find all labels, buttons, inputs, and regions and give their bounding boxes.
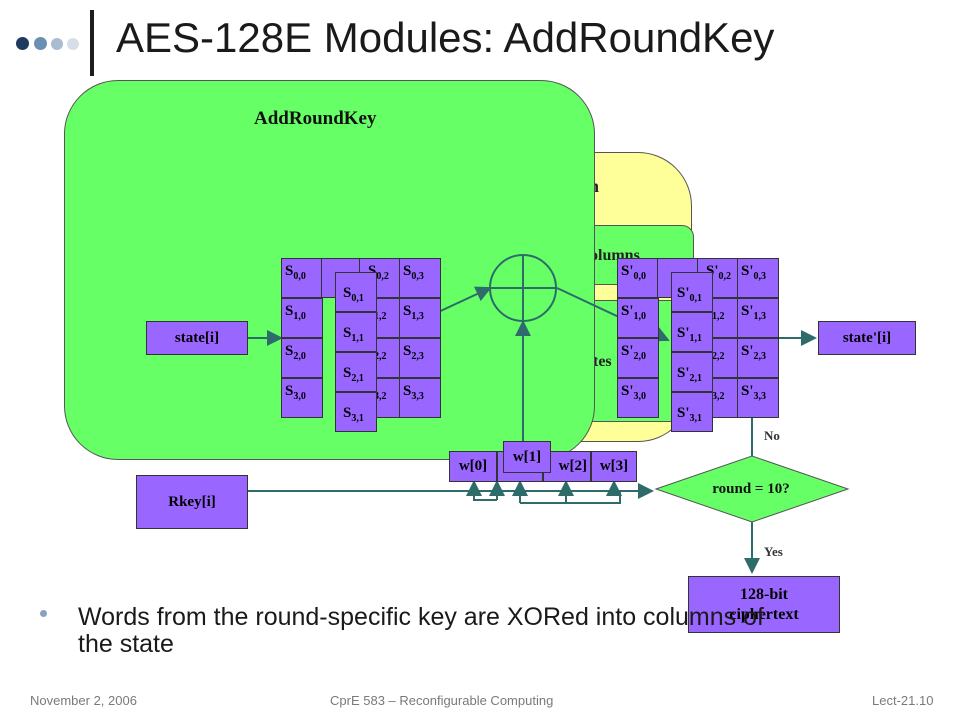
word-w2: w[2] (543, 451, 591, 482)
slide-title: AES-128E Modules: AddRoundKey (116, 14, 775, 61)
out-cell-2-0: S'2,0 (617, 338, 659, 378)
footer-date: November 2, 2006 (30, 693, 137, 708)
no-label: No (764, 428, 780, 443)
yes-label: Yes (764, 544, 783, 559)
out-cell-2-3: S'2,3 (737, 338, 779, 378)
out-cell-3-0: S'3,0 (617, 378, 659, 418)
bullet-text: Words from the round-specific key are XO… (78, 603, 764, 658)
out-cell-0-3: S'0,3 (737, 258, 779, 298)
state-cell-2-3: S2,3 (399, 338, 441, 378)
state-cell-1-0: S1,0 (281, 298, 323, 338)
title-divider (90, 10, 94, 76)
state-cell-0-3: S0,3 (399, 258, 441, 298)
out-col1-cell-0: S'0,1 (671, 272, 713, 312)
word-w0: w[0] (449, 451, 497, 482)
state-cell-3-3: S3,3 (399, 378, 441, 418)
decor-dot-4 (67, 38, 79, 50)
decor-dot-1 (16, 37, 29, 50)
out-cell-1-0: S'1,0 (617, 298, 659, 338)
out-cell-1-3: S'1,3 (737, 298, 779, 338)
state-col1-cell-3: S3,1 (335, 392, 377, 432)
addroundkey-title: AddRoundKey (254, 108, 377, 129)
word-w3: w[3] (591, 451, 637, 482)
state-col1-cell-2: S2,1 (335, 352, 377, 392)
out-col1-cell-2: S'2,1 (671, 352, 713, 392)
state-col1-cell-1: S1,1 (335, 312, 377, 352)
out-cell-0-0: S'0,0 (617, 258, 659, 298)
ciphertext-box: 128-bit ciphertext (688, 576, 840, 633)
rkey-box: Rkey[i] (136, 475, 248, 529)
state-out-box: state'[i] (818, 321, 916, 355)
state-cell-0-0: S0,0 (281, 258, 323, 298)
word-w1: w[1] (503, 441, 551, 473)
out-col1-cell-3: S'3,1 (671, 392, 713, 432)
footer-course: CprE 583 – Reconfigurable Computing (330, 693, 554, 708)
state-in-box: state[i] (146, 321, 248, 355)
decor-dot-3 (51, 38, 63, 50)
state-cell-3-0: S3,0 (281, 378, 323, 418)
bullet-marker (40, 610, 47, 617)
state-col1-cell-0: S0,1 (335, 272, 377, 312)
footer-lecture: Lect-21.10 (872, 693, 934, 708)
decor-dot-2 (34, 37, 47, 50)
out-cell-3-3: S'3,3 (737, 378, 779, 418)
state-cell-2-0: S2,0 (281, 338, 323, 378)
out-col1-cell-1: S'1,1 (671, 312, 713, 352)
decision-label: round = 10? (712, 480, 790, 497)
state-cell-1-3: S1,3 (399, 298, 441, 338)
